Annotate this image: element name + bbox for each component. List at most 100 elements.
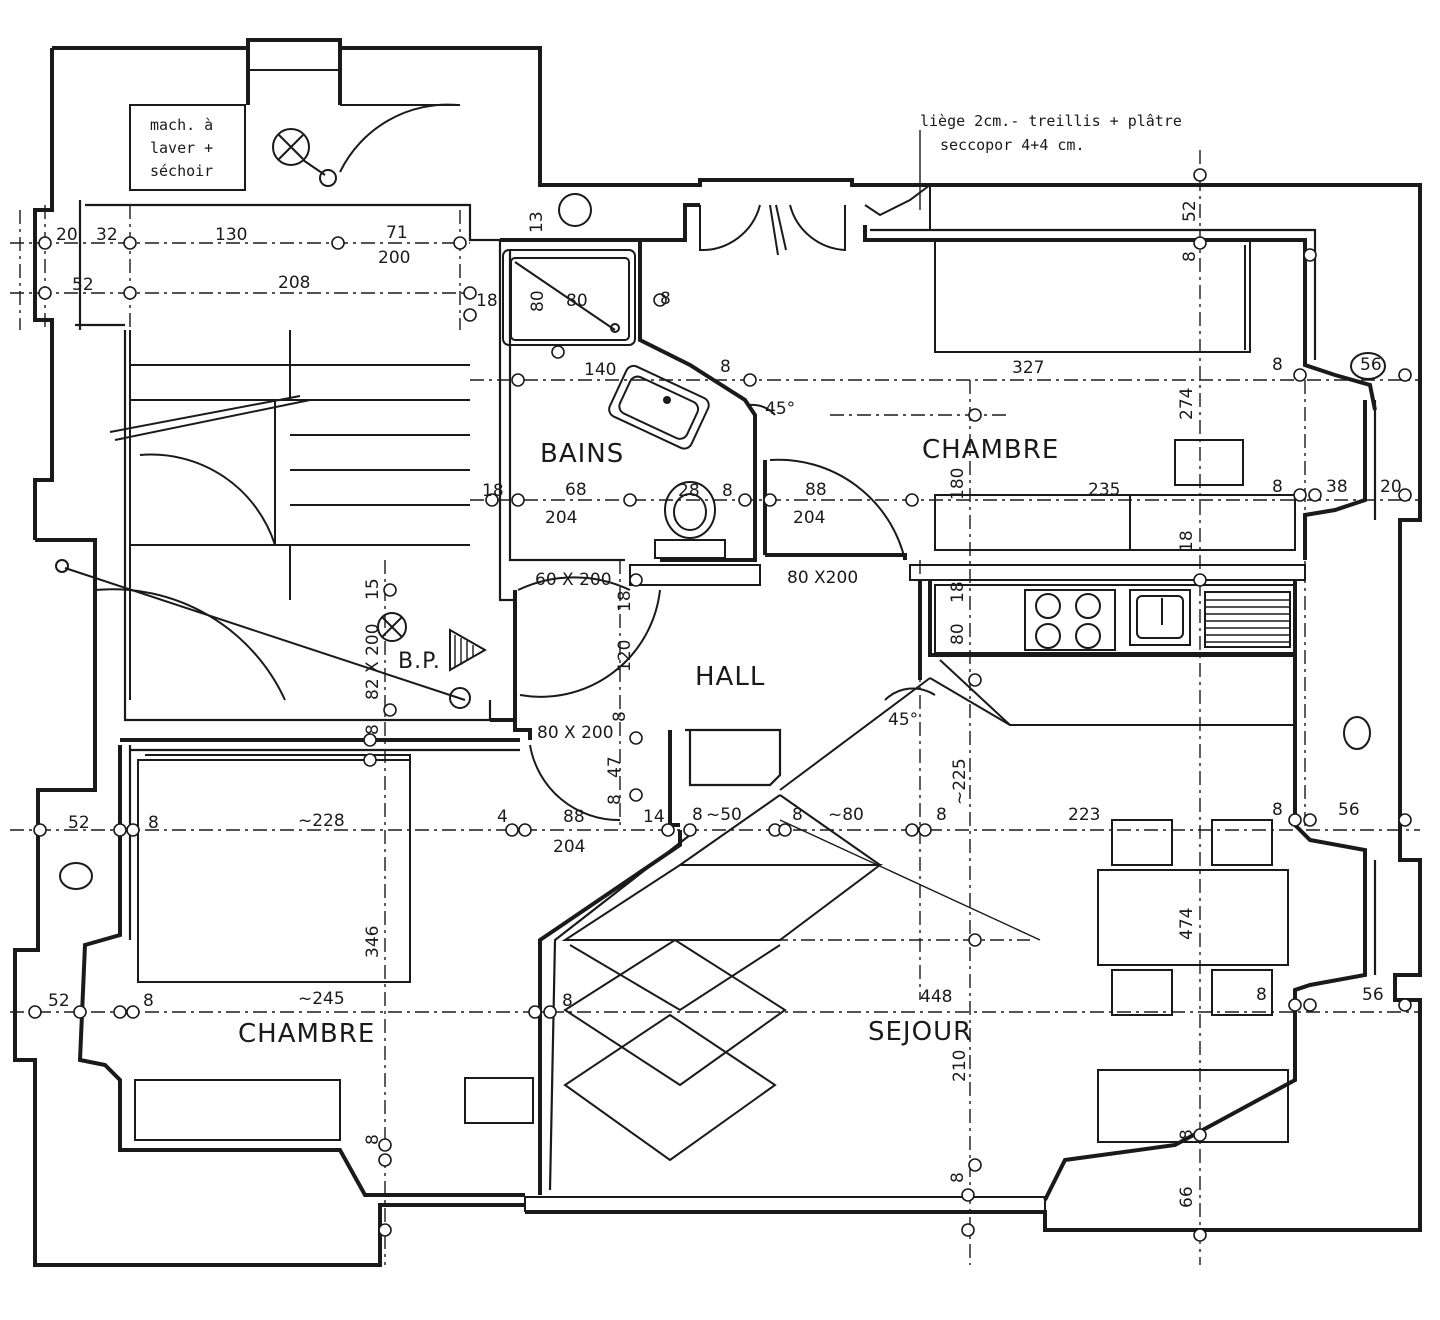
- dim-label: ~228: [298, 811, 345, 831]
- dim-label: 8: [143, 991, 154, 1011]
- bed-top: [934, 239, 1251, 353]
- staircase: [109, 330, 470, 700]
- dim-label: 18: [948, 581, 968, 603]
- dim-label: 80: [566, 291, 588, 311]
- dim-label: 18: [1177, 530, 1197, 552]
- dim-label: 8: [562, 991, 573, 1011]
- dim-label: 8: [363, 724, 383, 735]
- toilet: [664, 481, 716, 539]
- dim-label: 18: [476, 291, 498, 311]
- dim-label: 68: [565, 480, 587, 500]
- dim-label: 56: [1360, 355, 1382, 375]
- dimension-lines: [10, 130, 1420, 1265]
- room-label-bains: BAINS: [540, 439, 624, 469]
- dim-label: 8: [948, 1172, 968, 1183]
- dim-label: 140: [584, 360, 616, 380]
- dim-label: 66: [1177, 1186, 1197, 1208]
- room-label-hall: HALL: [695, 662, 765, 692]
- dim-label: 18: [482, 481, 504, 501]
- dim-label: 8: [605, 794, 625, 805]
- dim-label: 56: [1362, 985, 1384, 1005]
- dimension-labels: 20 32 130 71 200 52 208 13 80 80 8 18 14…: [48, 200, 1402, 1208]
- dim-label: 274: [1177, 388, 1197, 420]
- dim-label: 52: [72, 275, 94, 295]
- dim-label: 56: [1338, 800, 1360, 820]
- dim-label: ~80: [828, 805, 864, 825]
- insulation-note-1: liège 2cm.- treillis + plâtre: [920, 112, 1182, 130]
- insulation-note-2: seccopor 4+4 cm.: [940, 136, 1085, 154]
- dim-label: 208: [278, 273, 310, 293]
- shower-tray: [502, 249, 636, 346]
- dim-label: 8: [660, 289, 671, 309]
- door-label-chambre-bottom: 80 X 200: [537, 723, 614, 743]
- dim-label: 120: [615, 640, 635, 672]
- dim-label: 15: [363, 578, 383, 600]
- dim-label: 88: [563, 807, 585, 827]
- dim-label: 8: [1177, 1129, 1197, 1140]
- dim-label: 8: [1272, 477, 1283, 497]
- dim-label: 8: [363, 1134, 383, 1145]
- interior-walls: [120, 203, 1306, 1212]
- dim-label: 20: [56, 225, 78, 245]
- door-label-entry: 82 X 200: [363, 623, 383, 700]
- dim-label: ~245: [298, 989, 345, 1009]
- dim-label: 8: [148, 813, 159, 833]
- dim-label: 71: [386, 223, 408, 243]
- dim-label: 20: [1380, 477, 1402, 497]
- dim-label: 346: [363, 926, 383, 958]
- dim-label: 448: [920, 987, 952, 1007]
- dim-label: ~50: [706, 805, 742, 825]
- dim-label: 327: [1012, 358, 1044, 378]
- dim-label: 8: [1272, 355, 1283, 375]
- dim-label: 180: [948, 468, 968, 500]
- dimension-markers: [28, 168, 1412, 1242]
- dim-label: 8: [692, 805, 703, 825]
- dim-label: 8: [1256, 985, 1267, 1005]
- door-label-chambre: 80 X200: [787, 568, 858, 588]
- laundry-note-1: mach. à: [150, 116, 213, 134]
- laundry-note-3: séchoir: [150, 162, 213, 180]
- door-swings: [55, 204, 906, 822]
- dim-label: 210: [950, 1050, 970, 1082]
- dim-label: 8: [936, 805, 947, 825]
- dim-label: 223: [1068, 805, 1100, 825]
- laundry-area: [129, 48, 460, 191]
- dim-label: 235: [1088, 480, 1120, 500]
- angle-label-hall: 45°: [888, 710, 918, 730]
- room-label-chambre-bottom: CHAMBRE: [238, 1019, 375, 1049]
- outer-walls: [13, 38, 1422, 1267]
- dim-label: 47: [605, 756, 625, 778]
- drain-board: [1204, 591, 1291, 648]
- dim-label: 32: [96, 225, 118, 245]
- dim-label: 4: [497, 807, 508, 827]
- dim-label: 52: [48, 991, 70, 1011]
- dining-table: [1097, 869, 1289, 966]
- dim-label: 8: [720, 357, 731, 377]
- dim-label: 8: [1180, 251, 1200, 262]
- dim-label: 204: [793, 508, 825, 528]
- room-label-sejour: SEJOUR: [868, 1017, 972, 1047]
- dim-label: 13: [527, 211, 547, 233]
- dim-label: 14: [643, 807, 665, 827]
- dim-label: 130: [215, 225, 247, 245]
- dim-label: 18: [615, 590, 635, 612]
- bed-bottom: [137, 759, 411, 983]
- dim-label: 8: [792, 805, 803, 825]
- angle-label-bath: 45°: [765, 399, 795, 419]
- room-label-chambre-top: CHAMBRE: [922, 435, 1059, 465]
- dim-label: 8: [722, 481, 733, 501]
- dim-label: 204: [553, 837, 585, 857]
- bp-label: B.P.: [398, 649, 441, 674]
- dim-label: 52: [1180, 200, 1200, 222]
- dim-label: 80: [948, 623, 968, 645]
- dim-label: 38: [1326, 477, 1348, 497]
- dim-label: 8: [610, 711, 630, 722]
- kitchen-counter: [934, 584, 1296, 654]
- dim-label: 200: [378, 248, 410, 268]
- dim-label: 8: [1272, 800, 1283, 820]
- dim-label: 52: [68, 813, 90, 833]
- laundry-note-2: laver +: [150, 139, 213, 157]
- dim-label: ~225: [950, 758, 970, 805]
- bath-fixtures: [502, 193, 726, 559]
